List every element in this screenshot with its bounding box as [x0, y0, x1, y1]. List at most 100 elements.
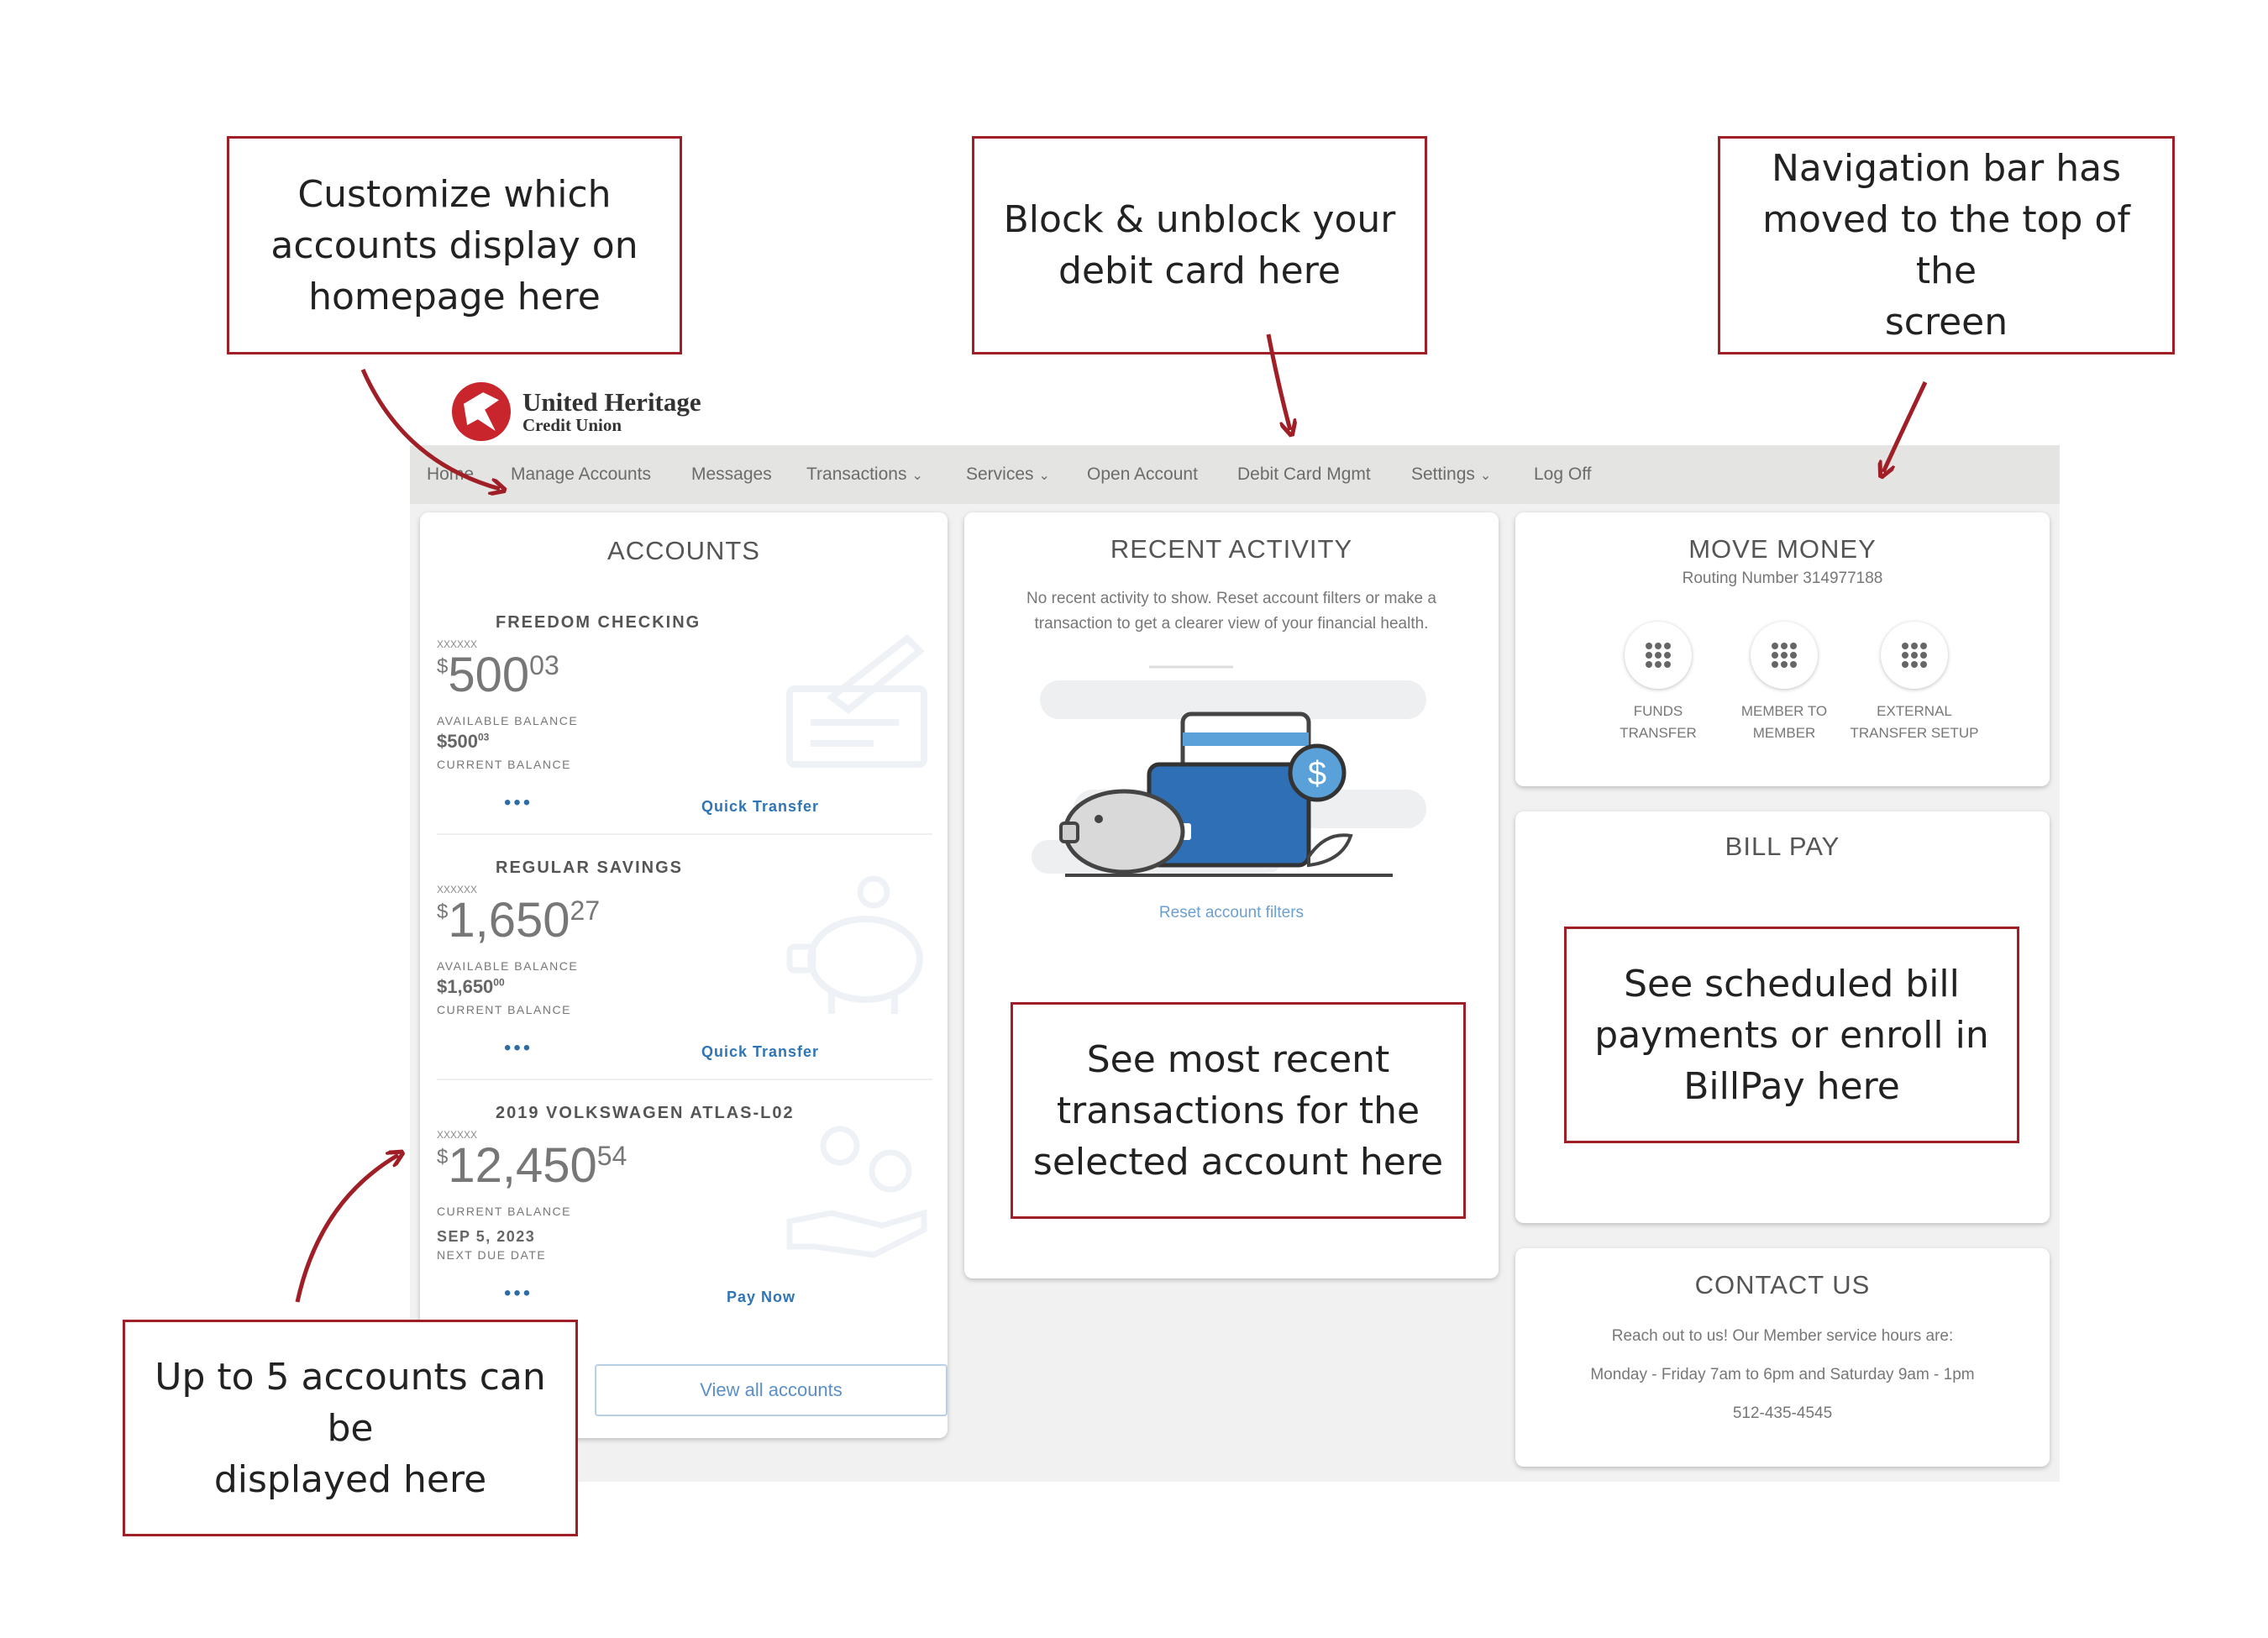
account-balance: $1,65027 — [437, 892, 600, 948]
empty-state-illustration: $ — [1032, 665, 1426, 877]
currency-symbol: $ — [437, 655, 449, 678]
nav-log-off[interactable]: Log Off — [1534, 465, 1592, 484]
divider — [437, 833, 932, 835]
funds-transfer-button[interactable]: FUNDS TRANSFER — [1595, 622, 1721, 744]
balance-dollars: 1,650 — [448, 893, 570, 948]
due-date-label: NEXT DUE DATE — [437, 1248, 547, 1262]
account-balance: $50003 — [437, 647, 559, 703]
callout-bill-pay: See scheduled bill payments or enroll in B… — [1564, 927, 2019, 1143]
nav-manage-accounts[interactable]: Manage Accounts — [511, 465, 651, 484]
account-item[interactable]: REGULAR SAVINGS XXXXXX $1,65027 AVAILABL… — [437, 850, 941, 1094]
nav-home[interactable]: Home — [427, 465, 475, 484]
no-activity-line-1: No recent activity to show. Reset accoun… — [1026, 590, 1436, 607]
brand-logo[interactable]: United Heritage Credit Union — [452, 378, 701, 445]
nav-messages[interactable]: Messages — [691, 465, 772, 484]
keypad-icon — [1751, 622, 1818, 689]
callout-line: payments or enroll in — [1594, 1013, 1989, 1057]
callout-line: transactions for the — [1056, 1089, 1420, 1132]
no-activity-message: No recent activity to show. Reset accoun… — [964, 586, 1499, 637]
contact-intro: Reach out to us! Our Member service hour… — [1611, 1327, 1954, 1345]
account-item[interactable]: 2019 VOLKSWAGEN ATLAS-L02 XXXXXX $12,450… — [437, 1095, 941, 1339]
contact-hours: Monday - Friday 7am to 6pm and Saturday … — [1590, 1366, 1975, 1383]
contact-info: Reach out to us! Our Member service hour… — [1515, 1317, 2050, 1433]
callout-line: BillPay here — [1683, 1064, 1900, 1108]
account-item[interactable]: FREEDOM CHECKING XXXXXX $50003 AVAILABLE… — [437, 605, 941, 848]
reset-account-filters-link[interactable]: Reset account filters — [1158, 904, 1305, 921]
check-icon — [786, 633, 927, 768]
accounts-card: ACCOUNTS FREEDOM CHECKING XXXXXX $50003 … — [420, 512, 948, 1438]
piggy-bank-icon — [786, 875, 923, 1014]
callout-line: Block & unblock your — [1003, 198, 1396, 241]
accounts-title: ACCOUNTS — [607, 536, 760, 565]
quick-transfer-link[interactable]: Quick Transfer — [701, 798, 820, 815]
balance-cents: 27 — [570, 895, 601, 926]
contact-phone[interactable]: 512-435-4545 — [1732, 1404, 1833, 1422]
balance-dollars: 12,450 — [448, 1138, 597, 1193]
callout-line: Customize which — [297, 172, 612, 216]
callout-line: Up to 5 accounts can be — [155, 1355, 546, 1450]
secondary-value: $50003 — [437, 731, 489, 753]
bill-pay-title: BILL PAY — [1725, 832, 1840, 861]
secondary-value: $1,65000 — [437, 976, 505, 998]
more-options-icon[interactable]: ••• — [504, 1037, 533, 1059]
callout-accounts-display: Up to 5 accounts can be displayed here — [123, 1320, 578, 1536]
no-activity-line-2: transaction to get a clearer view of you… — [1034, 615, 1429, 633]
secondary-value-cents: 03 — [477, 731, 490, 743]
currency-symbol: $ — [437, 1146, 449, 1168]
keypad-icon — [1881, 622, 1948, 689]
nav-open-account[interactable]: Open Account — [1087, 465, 1198, 484]
callout-line: displayed here — [213, 1457, 487, 1501]
balance-dollars: 500 — [448, 648, 530, 702]
contact-us-card: CONTACT US Reach out to us! Our Member s… — [1515, 1248, 2050, 1467]
view-all-accounts-button[interactable]: View all accounts — [595, 1364, 948, 1416]
nav-transactions-label: Transactions — [806, 465, 907, 484]
nav-settings[interactable]: Settings⌄ — [1411, 445, 1491, 504]
nav-services[interactable]: Services⌄ — [966, 445, 1050, 504]
callout-line: See scheduled bill — [1624, 962, 1960, 1005]
callout-line: homepage here — [308, 275, 601, 318]
callout-line: screen — [1884, 301, 2008, 344]
account-name: 2019 VOLKSWAGEN ATLAS-L02 — [496, 1104, 795, 1122]
account-balance: $12,45054 — [437, 1137, 627, 1194]
funds-transfer-label-2: TRANSFER — [1620, 725, 1697, 741]
chevron-down-icon: ⌄ — [911, 469, 923, 483]
account-number-mask: XXXXXX — [437, 1129, 478, 1141]
external-transfer-label-1: EXTERNAL — [1877, 703, 1952, 719]
chevron-down-icon: ⌄ — [1479, 469, 1492, 483]
account-name: REGULAR SAVINGS — [496, 858, 683, 877]
move-money-card: MOVE MONEY Routing Number 314977188 FUND… — [1515, 512, 2050, 786]
chevron-down-icon: ⌄ — [1038, 469, 1050, 483]
secondary-value-main: $1,650 — [437, 976, 494, 997]
brand-name: United Heritage — [522, 387, 701, 417]
member-to-member-label-2: MEMBER — [1752, 725, 1816, 741]
contact-us-title: CONTACT US — [1694, 1270, 1871, 1299]
banking-dashboard-screenshot: United Heritage Credit Union Home Manage… — [410, 370, 2060, 1482]
currency-symbol: $ — [437, 900, 449, 923]
quick-transfer-link[interactable]: Quick Transfer — [701, 1043, 820, 1060]
nav-transactions[interactable]: Transactions ⌄ — [806, 445, 923, 504]
secondary-value-cents: 00 — [493, 976, 505, 989]
balance-cents: 03 — [529, 650, 559, 680]
eagle-logo-icon — [452, 382, 511, 441]
member-to-member-label-1: MEMBER TO — [1740, 703, 1828, 719]
more-options-icon[interactable]: ••• — [504, 791, 533, 814]
funds-transfer-label-1: FUNDS — [1633, 703, 1683, 719]
callout-line: debit card here — [1058, 249, 1341, 292]
account-number-mask: XXXXXX — [437, 638, 478, 650]
keypad-icon — [1625, 622, 1692, 689]
balance-label: CURRENT BALANCE — [437, 1205, 571, 1218]
callout-line: Navigation bar has — [1771, 147, 2122, 190]
nav-debit-card-mgmt[interactable]: Debit Card Mgmt — [1237, 465, 1371, 484]
recent-activity-title: RECENT ACTIVITY — [1110, 534, 1353, 564]
member-to-member-button[interactable]: MEMBER TO MEMBER — [1721, 622, 1847, 744]
arrow-to-accounts — [295, 1155, 398, 1303]
callout-debit-card: Block & unblock your debit card here — [972, 136, 1427, 354]
callout-line: See most recent — [1086, 1037, 1390, 1081]
pay-now-link[interactable]: Pay Now — [727, 1289, 796, 1305]
balance-label: AVAILABLE BALANCE — [437, 959, 579, 973]
callout-line: moved to the top of the — [1762, 198, 2130, 292]
more-options-icon[interactable]: ••• — [504, 1282, 533, 1305]
divider — [437, 1079, 932, 1080]
